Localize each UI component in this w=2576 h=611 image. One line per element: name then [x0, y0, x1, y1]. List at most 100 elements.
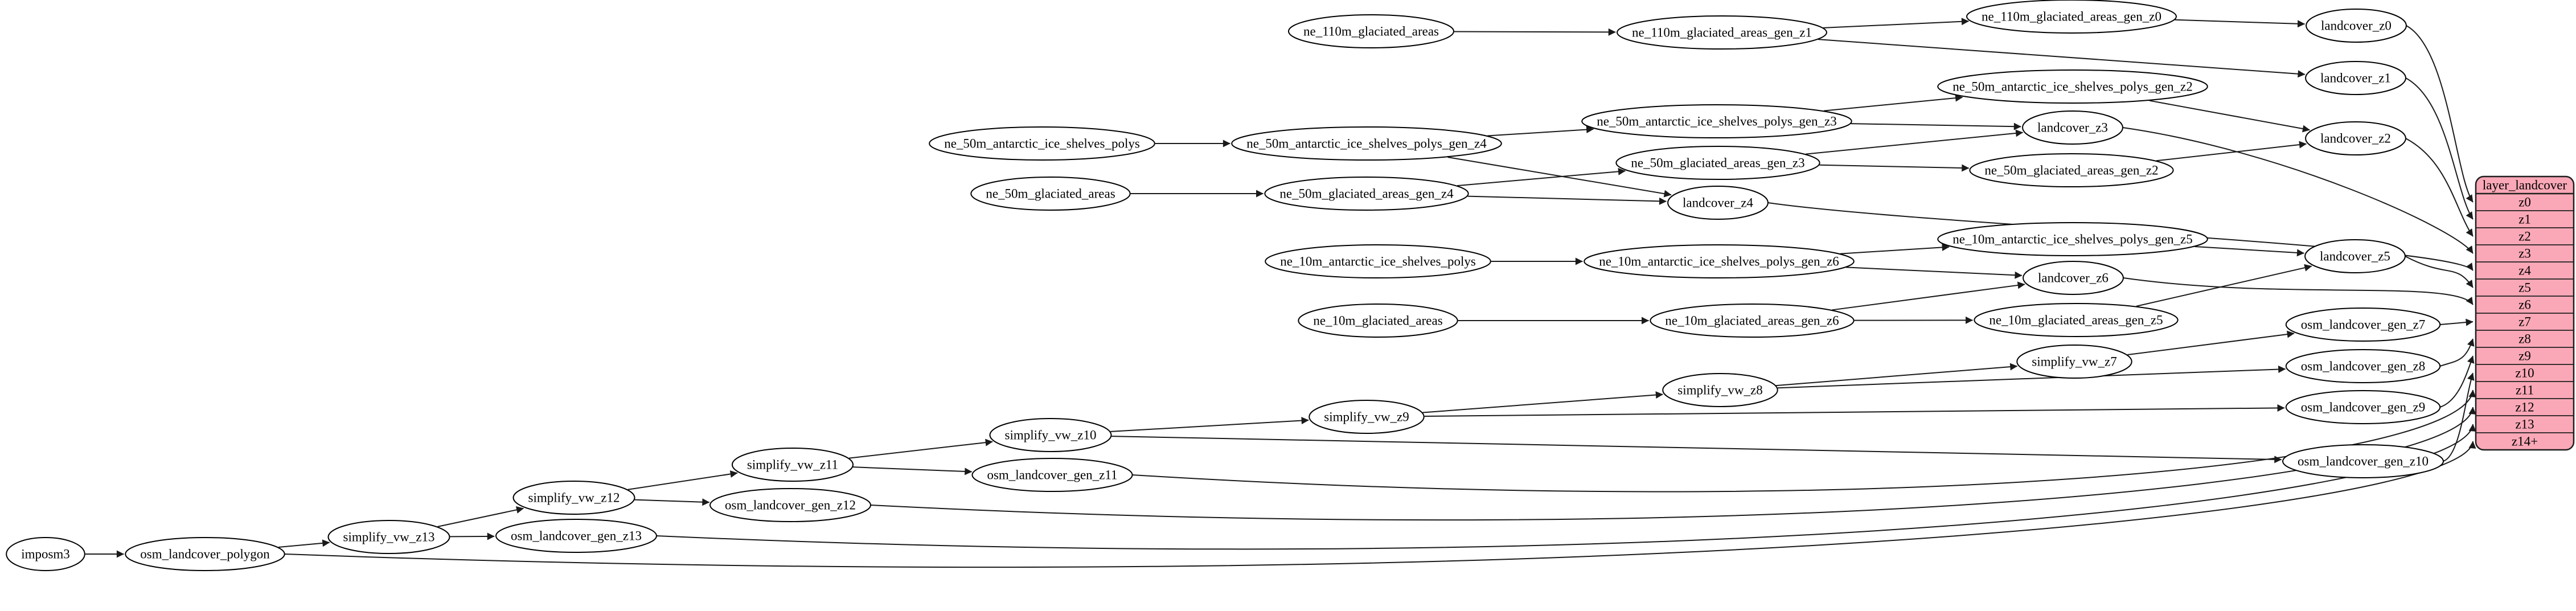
- node-label-ne-10m-antarctic-ice-shelves-polys-gen-z5: ne_10m_antarctic_ice_shelves_polys_gen_z…: [1952, 232, 2193, 247]
- node-label-ne-50m-glaciated-areas-gen-z4: ne_50m_glaciated_areas_gen_z4: [1279, 187, 1454, 201]
- table-row-z12: z12: [2515, 400, 2534, 415]
- table-row-z5: z5: [2518, 281, 2531, 295]
- edge-ne-50m-glaciated-areas-gen-z3-to-landcover-z3: [1806, 129, 2024, 155]
- node-simplify-vw-z10: simplify_vw_z10: [989, 418, 1112, 452]
- node-simplify-vw-z9: simplify_vw_z9: [1308, 400, 1425, 434]
- node-osm-landcover-gen-z13: osm_landcover_gen_z13: [495, 519, 657, 553]
- table-row-z6: z6: [2518, 298, 2531, 312]
- node-simplify-vw-z11: simplify_vw_z11: [731, 448, 854, 482]
- edge-ne-50m-glaciated-areas-gen-z4-to-landcover-z4: [1467, 195, 1667, 205]
- table-row-z8: z8: [2518, 332, 2531, 346]
- node-ne-10m-glaciated-areas-gen-z6: ne_10m_glaciated_areas_gen_z6: [1650, 304, 1855, 338]
- edge-osm-landcover-gen-z7-to-row-z7: [2440, 318, 2474, 326]
- table-row-z14-plus: z14+: [2512, 434, 2538, 449]
- node-simplify-vw-z7: simplify_vw_z7: [2016, 345, 2132, 379]
- node-ne-10m-glaciated-areas: ne_10m_glaciated_areas: [1298, 304, 1458, 338]
- edge-simplify-vw-z8-to-simplify-vw-z7: [1776, 363, 2018, 387]
- node-imposm3: imposm3: [6, 537, 85, 571]
- table-row-label: z2: [2518, 229, 2531, 244]
- edge-simplify-vw-z10-to-simplify-vw-z9: [1110, 417, 1309, 432]
- table-row-z9: z9: [2518, 349, 2531, 363]
- edge-ne-10m-glaciated-areas-gen-z5-to-landcover-z5: [2136, 264, 2312, 307]
- node-label-osm-landcover-gen-z9: osm_landcover_gen_z9: [2301, 400, 2425, 415]
- table-row-z3: z3: [2518, 247, 2531, 261]
- node-ne-50m-antarctic-ice-shelves-polys-gen-z4: ne_50m_antarctic_ice_shelves_polys_gen_z…: [1231, 126, 1502, 161]
- node-landcover-z3: landcover_z3: [2022, 110, 2123, 145]
- table-row-z10: z10: [2515, 366, 2534, 380]
- edge-simplify-vw-z8-to-osm-landcover-gen-z8: [1777, 366, 2286, 389]
- node-label-osm-landcover-gen-z10: osm_landcover_gen_z10: [2298, 454, 2429, 469]
- table-row-z4: z4: [2518, 264, 2531, 278]
- edge-ne-50m-glaciated-areas-gen-z4-to-ne-50m-glaciated-areas-gen-z3: [1457, 167, 1626, 187]
- node-label-ne-50m-antarctic-ice-shelves-polys: ne_50m_antarctic_ice_shelves_polys: [944, 137, 1140, 151]
- table-row-label: z4: [2518, 264, 2531, 278]
- edge-simplify-vw-z12-to-osm-landcover-gen-z12: [634, 498, 710, 506]
- edge-osm-landcover-gen-z9-to-row-z9: [2439, 355, 2475, 408]
- node-label-landcover-z6: landcover_z6: [2038, 271, 2109, 285]
- table-row-z0: z0: [2518, 195, 2531, 210]
- edge-ne-110m-glaciated-areas-gen-z1-to-landcover-z1: [1818, 39, 2306, 78]
- node-simplify-vw-z12: simplify_vw_z12: [512, 481, 635, 515]
- edge-simplify-vw-z13-to-simplify-vw-z12: [437, 506, 524, 527]
- node-osm-landcover-gen-z7: osm_landcover_gen_z7: [2285, 307, 2441, 342]
- node-label-landcover-z0: landcover_z0: [2321, 19, 2392, 33]
- edge-ne-110m-glaciated-areas-gen-z1-to-ne-110m-glaciated-areas-gen-z0: [1823, 18, 1969, 28]
- edge-ne-10m-glaciated-areas-gen-z6-to-landcover-z6: [1832, 281, 2025, 311]
- edge-landcover-z3-to-row-z3: [2122, 127, 2474, 254]
- edge-osm-landcover-polygon-to-simplify-vw-z13: [278, 539, 330, 548]
- node-landcover-z2: landcover_z2: [2305, 121, 2406, 155]
- node-landcover-z1: landcover_z1: [2305, 61, 2406, 95]
- edge-landcover-z0-to-row-z0: [2406, 25, 2474, 203]
- node-label-landcover-z1: landcover_z1: [2320, 71, 2391, 85]
- table-row-label: z1: [2518, 212, 2531, 227]
- edge-landcover-z1-to-row-z1: [2405, 77, 2474, 220]
- table-row-label: z8: [2518, 332, 2531, 346]
- node-osm-landcover-gen-z10: osm_landcover_gen_z10: [2282, 444, 2444, 478]
- edge-ne-10m-antarctic-ice-shelves-polys-gen-z5-to-landcover-z5: [2194, 245, 2305, 257]
- node-label-ne-50m-antarctic-ice-shelves-polys-gen-z4: ne_50m_antarctic_ice_shelves_polys_gen_z…: [1246, 137, 1487, 151]
- table-row-label: z5: [2518, 281, 2531, 295]
- table-row-z1: z1: [2518, 212, 2531, 227]
- edge-ne-110m-glaciated-areas-gen-z0-to-landcover-z0: [2175, 19, 2306, 28]
- node-label-landcover-z2: landcover_z2: [2320, 132, 2391, 146]
- node-landcover-z4: landcover_z4: [1667, 186, 1769, 220]
- edge-simplify-vw-z12-to-simplify-vw-z11: [627, 470, 738, 490]
- node-label-osm-landcover-gen-z12: osm_landcover_gen_z12: [725, 498, 856, 512]
- node-landcover-z6: landcover_z6: [2023, 261, 2124, 295]
- node-label-simplify-vw-z12: simplify_vw_z12: [528, 491, 620, 505]
- node-ne-50m-antarctic-ice-shelves-polys: ne_50m_antarctic_ice_shelves_polys: [929, 126, 1155, 161]
- node-label-simplify-vw-z7: simplify_vw_z7: [2032, 355, 2117, 369]
- edge-simplify-vw-z9-to-simplify-vw-z8: [1422, 391, 1663, 413]
- node-label-ne-10m-antarctic-ice-shelves-polys: ne_10m_antarctic_ice_shelves_polys: [1280, 255, 1476, 269]
- edge-ne-110m-glaciated-areas-to-ne-110m-glaciated-areas-gen-z1: [1454, 28, 1616, 36]
- table-row-z11: z11: [2516, 383, 2534, 397]
- node-ne-110m-glaciated-areas-gen-z0: ne_110m_glaciated_areas_gen_z0: [1966, 0, 2177, 34]
- node-osm-landcover-gen-z9: osm_landcover_gen_z9: [2285, 390, 2441, 424]
- node-label-simplify-vw-z13: simplify_vw_z13: [343, 530, 435, 544]
- node-label-osm-landcover-polygon: osm_landcover_polygon: [140, 547, 270, 561]
- node-ne-10m-antarctic-ice-shelves-polys-gen-z5: ne_10m_antarctic_ice_shelves_polys_gen_z…: [1937, 222, 2208, 256]
- table-row-label: z12: [2515, 400, 2534, 415]
- node-label-ne-10m-glaciated-areas-gen-z5: ne_10m_glaciated_areas_gen_z5: [1989, 313, 2163, 327]
- node-label-osm-landcover-gen-z13: osm_landcover_gen_z13: [511, 529, 642, 543]
- table-row-label: z13: [2515, 417, 2534, 432]
- table-row-label: z9: [2518, 349, 2531, 363]
- table-row-label: z3: [2518, 247, 2531, 261]
- node-ne-50m-antarctic-ice-shelves-polys-gen-z2: ne_50m_antarctic_ice_shelves_polys_gen_z…: [1937, 69, 2208, 104]
- node-label-ne-110m-glaciated-areas-gen-z0: ne_110m_glaciated_areas_gen_z0: [1982, 10, 2161, 24]
- node-ne-10m-antarctic-ice-shelves-polys-gen-z6: ne_10m_antarctic_ice_shelves_polys_gen_z…: [1584, 244, 1855, 278]
- edge-landcover-z2-to-row-z2: [2405, 138, 2474, 237]
- node-label-osm-landcover-gen-z7: osm_landcover_gen_z7: [2301, 318, 2425, 332]
- edge-ne-50m-antarctic-ice-shelves-polys-gen-z2-to-landcover-z2: [2149, 100, 2310, 133]
- edge-simplify-vw-z11-to-osm-landcover-gen-z11: [852, 466, 973, 475]
- edge-osm-landcover-gen-z8-to-row-z8: [2439, 338, 2475, 367]
- node-label-ne-110m-glaciated-areas-gen-z1: ne_110m_glaciated_areas_gen_z1: [1632, 26, 1812, 40]
- node-osm-landcover-polygon: osm_landcover_polygon: [125, 537, 285, 571]
- node-label-landcover-z3: landcover_z3: [2037, 121, 2108, 135]
- node-ne-10m-antarctic-ice-shelves-polys: ne_10m_antarctic_ice_shelves_polys: [1265, 244, 1491, 278]
- edge-osm-landcover-gen-z12-to-row-z12: [870, 407, 2476, 521]
- edge-ne-50m-antarctic-ice-shelves-polys-gen-z3-to-landcover-z3: [1851, 122, 2021, 130]
- edge-ne-50m-glaciated-areas-gen-z3-to-ne-50m-glaciated-areas-gen-z2: [1819, 164, 1970, 172]
- node-label-simplify-vw-z8: simplify_vw_z8: [1677, 383, 1763, 397]
